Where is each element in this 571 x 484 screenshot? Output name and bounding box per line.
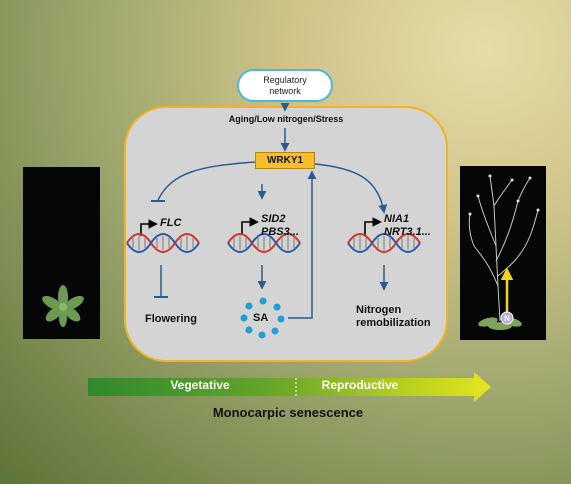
stimuli-label: Aging/Low nitrogen/Stress [228, 114, 344, 124]
nrt31-gene-label: NRT3.1... [384, 226, 431, 238]
flc-promoter-arrow [140, 219, 158, 236]
vegetative-stage-label: Vegetative [170, 378, 230, 392]
nitrogen-badge [500, 311, 514, 325]
rosette-plant-photo [23, 167, 100, 339]
wrky1-to-nia1-arrow [314, 163, 388, 214]
bolting-plant-image: N [468, 174, 540, 330]
pbs3-gene-label: PBS3... [261, 226, 299, 238]
dna-helix-nia1 [347, 233, 421, 253]
sa-molecule-dots [240, 297, 285, 339]
monocarpic-senescence-title: Monocarpic senescence [212, 405, 364, 420]
nia1-promoter-arrow [364, 217, 382, 235]
regulatory-network-bubble: Regulatory network [237, 69, 333, 102]
flowering-label: Flowering [145, 313, 197, 325]
flc-gene-label: FLC [160, 217, 182, 229]
nitrogen-badge-text: N [504, 314, 510, 323]
rosette-plant-image [42, 285, 84, 327]
sa-feedback-arrow [288, 170, 317, 319]
wrky1-to-flc-inhibition [157, 161, 256, 201]
sid2-gene-label: SID2 [261, 213, 286, 225]
stage-progress-arrow [88, 372, 491, 402]
remobilization-label: remobilization [356, 317, 431, 329]
nitrogen-label: Nitrogen [356, 304, 402, 316]
flowering-plant-photo: N [460, 166, 546, 340]
dna-helix-flc [126, 233, 200, 253]
dna-helix-sid2 [227, 233, 301, 253]
reproductive-stage-label: Reproductive [321, 378, 399, 392]
sa-label: SA [253, 312, 269, 324]
sid2-promoter-arrow [241, 217, 259, 235]
nia1-gene-label: NIA1 [384, 213, 410, 225]
wrky1-node: WRKY1 [255, 152, 315, 169]
